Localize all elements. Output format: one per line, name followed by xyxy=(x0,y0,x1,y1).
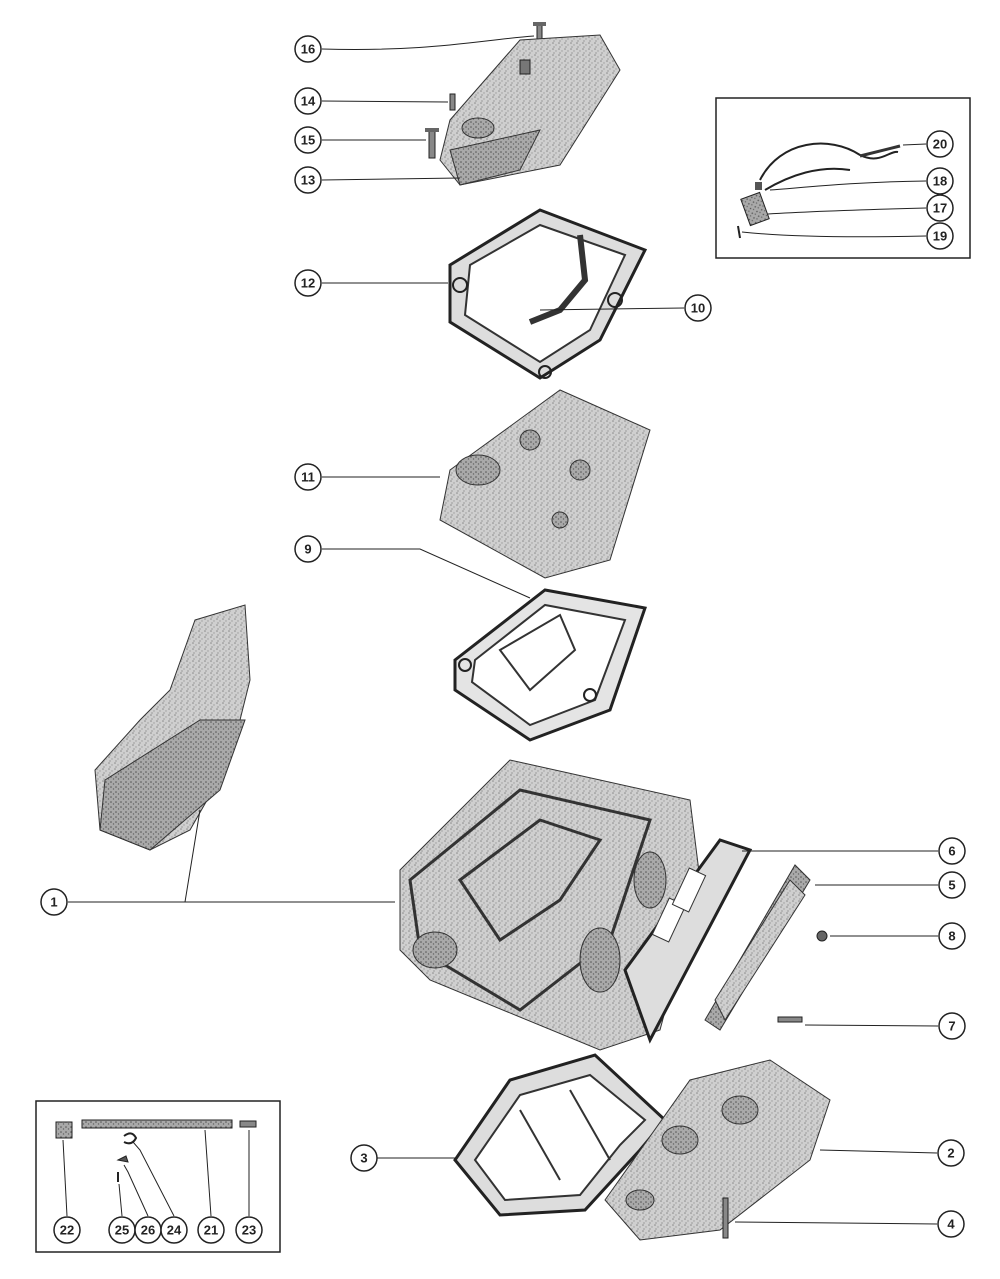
leader-lines xyxy=(62,35,939,1225)
svg-text:9: 9 xyxy=(304,542,311,557)
callout-12: 12 xyxy=(294,269,322,297)
cover-part-13 xyxy=(439,34,621,186)
svg-text:8: 8 xyxy=(948,929,955,944)
screw-14 xyxy=(449,93,456,111)
plug-part-8 xyxy=(816,930,828,942)
callout-3: 3 xyxy=(350,1144,378,1172)
plate-part-11 xyxy=(439,389,651,579)
callout-1: 1 xyxy=(40,888,68,916)
callout-23: 23 xyxy=(235,1216,263,1244)
callout-19: 19 xyxy=(926,222,954,250)
svg-text:20: 20 xyxy=(933,137,947,152)
callout-25: 25 xyxy=(108,1216,136,1244)
callout-16: 16 xyxy=(294,35,322,63)
svg-text:13: 13 xyxy=(301,173,315,188)
callout-2: 2 xyxy=(937,1139,965,1167)
gasket-part-12 xyxy=(448,208,648,380)
callout-7: 7 xyxy=(938,1012,966,1040)
callout-20: 20 xyxy=(926,130,954,158)
svg-text:11: 11 xyxy=(301,470,315,485)
svg-text:12: 12 xyxy=(301,276,315,291)
svg-text:4: 4 xyxy=(947,1217,955,1232)
callout-11: 11 xyxy=(294,463,322,491)
manifold-part-2 xyxy=(604,1059,831,1241)
callout-9: 9 xyxy=(294,535,322,563)
block-part-1 xyxy=(399,759,701,1051)
svg-text:15: 15 xyxy=(301,133,315,148)
inset-box-top-right xyxy=(715,97,971,259)
svg-text:6: 6 xyxy=(948,844,955,859)
svg-text:17: 17 xyxy=(933,201,947,216)
svg-text:19: 19 xyxy=(933,229,947,244)
svg-text:14: 14 xyxy=(301,94,316,109)
svg-text:25: 25 xyxy=(115,1223,129,1238)
callout-15: 15 xyxy=(294,126,322,154)
callout-8: 8 xyxy=(938,922,966,950)
strip-part-10 xyxy=(528,234,589,325)
callout-14: 14 xyxy=(294,87,322,115)
cover-plate-part-5 xyxy=(704,864,811,1031)
screw-15 xyxy=(425,128,439,159)
callout-26: 26 xyxy=(134,1216,162,1244)
svg-text:1: 1 xyxy=(50,895,57,910)
screw-part-4 xyxy=(722,1197,729,1239)
block-side-part-1 xyxy=(94,604,251,851)
svg-text:22: 22 xyxy=(60,1223,74,1238)
callout-18: 18 xyxy=(926,167,954,195)
callout-22: 22 xyxy=(53,1216,81,1244)
gasket-part-6 xyxy=(623,838,753,1044)
svg-text:5: 5 xyxy=(948,878,955,893)
gasket-part-3 xyxy=(453,1053,668,1217)
callout-6: 6 xyxy=(938,837,966,865)
svg-text:3: 3 xyxy=(360,1151,367,1166)
svg-text:10: 10 xyxy=(691,301,705,316)
svg-text:7: 7 xyxy=(948,1019,955,1034)
svg-text:23: 23 xyxy=(242,1223,256,1238)
screw-part-7 xyxy=(777,1016,803,1023)
callout-5: 5 xyxy=(938,871,966,899)
inset-box-bottom-left xyxy=(35,1100,281,1253)
svg-text:16: 16 xyxy=(301,42,315,57)
svg-text:18: 18 xyxy=(933,174,947,189)
callout-21: 21 xyxy=(197,1216,225,1244)
svg-text:26: 26 xyxy=(141,1223,155,1238)
callout-10: 10 xyxy=(684,294,712,322)
svg-text:2: 2 xyxy=(947,1146,954,1161)
callout-13: 13 xyxy=(294,166,322,194)
callout-17: 17 xyxy=(926,194,954,222)
callout-4: 4 xyxy=(937,1210,965,1238)
callout-24: 24 xyxy=(160,1216,188,1244)
svg-text:21: 21 xyxy=(204,1223,218,1238)
gasket-part-9 xyxy=(453,588,647,742)
svg-text:24: 24 xyxy=(167,1223,182,1238)
